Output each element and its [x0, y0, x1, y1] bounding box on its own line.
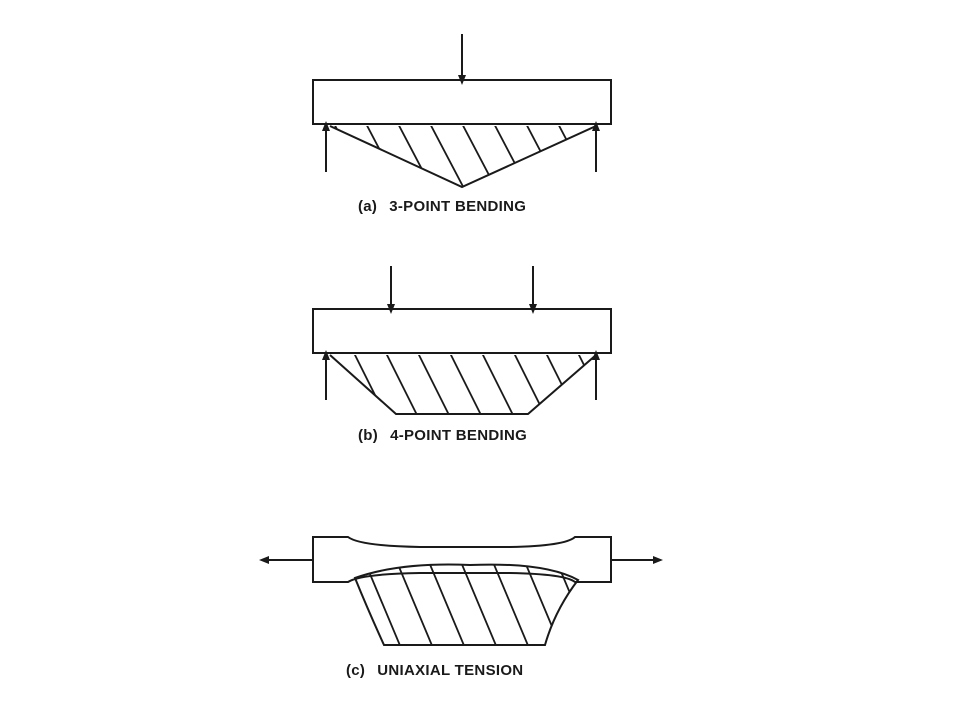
stress-profile-c	[353, 563, 580, 646]
beam-b	[312, 308, 612, 354]
caption-b-text: 4-POINT BENDING	[390, 427, 528, 444]
stress-profile-b	[329, 354, 597, 415]
beam-a	[312, 79, 612, 125]
uniaxial-tension-figure	[259, 536, 663, 646]
caption-a-text: 3-POINT BENDING	[389, 198, 527, 215]
caption-a-tag: (a)	[358, 198, 378, 215]
four-point-bending-figure	[312, 266, 612, 415]
caption-c-text: UNIAXIAL TENSION	[377, 662, 524, 679]
caption-a: (a) 3-POINT BENDING	[358, 198, 526, 215]
caption-b-tag: (b)	[358, 427, 379, 444]
dogbone-specimen	[312, 536, 612, 583]
caption-c: (c) UNIAXIAL TENSION	[346, 662, 523, 679]
caption-b: (b) 4-POINT BENDING	[358, 427, 527, 444]
stress-profile-a	[329, 125, 597, 189]
hatch-a	[330, 126, 596, 187]
three-point-bending-figure	[312, 34, 612, 189]
caption-c-tag: (c)	[346, 662, 366, 679]
